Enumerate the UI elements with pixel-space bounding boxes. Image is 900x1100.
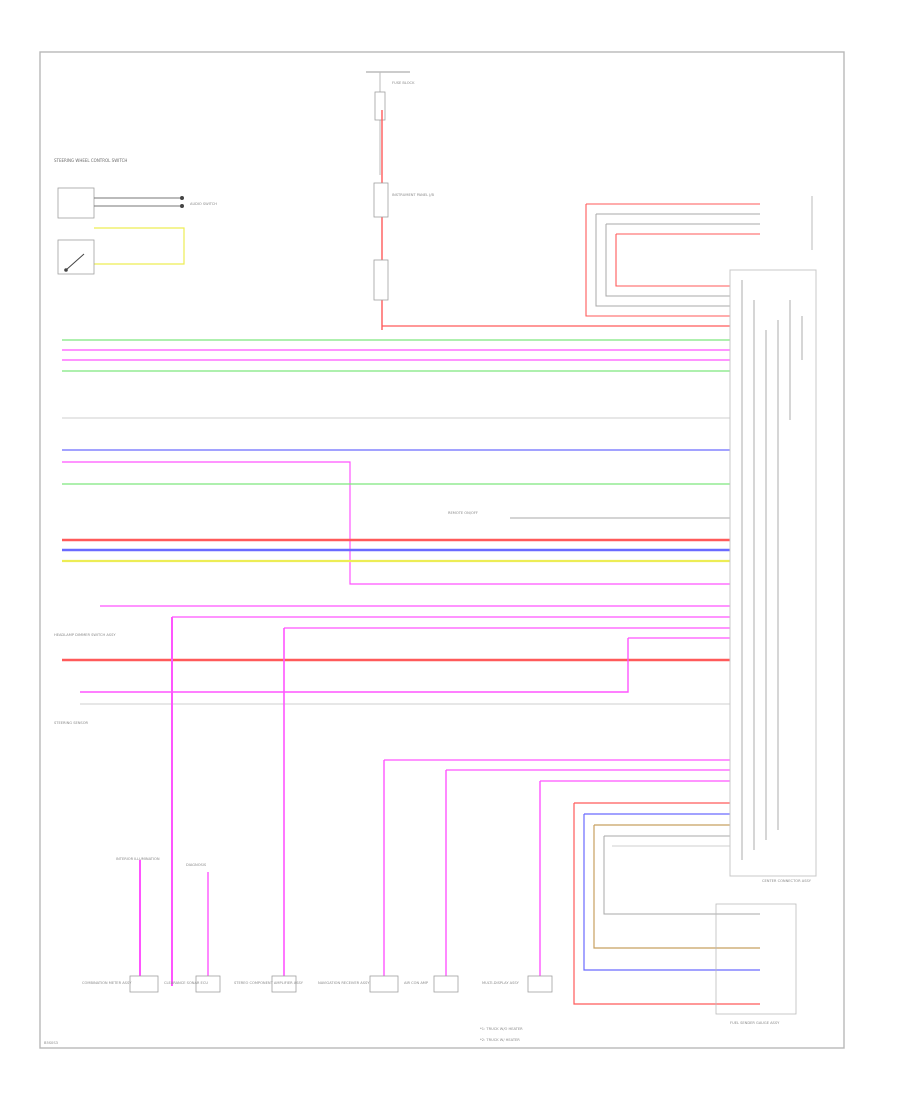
top-fuse-text: FUSE BLOCK bbox=[392, 81, 415, 85]
bottom-module-5-label: AIR CON AMP bbox=[404, 981, 429, 985]
steering-sensor-label: STEERING SENSOR bbox=[54, 721, 89, 725]
instrument-jb-label: INSTRUMENT PANEL J/B bbox=[392, 193, 435, 197]
diagram-frame bbox=[39, 51, 845, 1049]
bottom-module-3-label: STEREO COMPONENT AMPLIFIER ASSY bbox=[234, 981, 304, 985]
fuel-sender: FUEL SENDER GAUGE ASSY bbox=[715, 903, 797, 1025]
audio-switch-label: AUDIO SWITCH bbox=[190, 202, 217, 206]
remote-label: REMOTE ON/OFF bbox=[448, 511, 478, 515]
bottom-module-1-label: COMBINATION METER ASSY bbox=[82, 981, 132, 985]
center-connector: CENTER CONNECTOR ASSY bbox=[729, 196, 817, 883]
splice1-label: INTERIOR ILLUMINATION bbox=[116, 857, 160, 861]
notes: *1: TRUCK W/O HEATER *2: TRUCK W/ HEATER bbox=[480, 1027, 523, 1042]
center-connector-label: CENTER CONNECTOR ASSY bbox=[762, 879, 812, 883]
page-number: B5S0S3 bbox=[44, 1041, 58, 1045]
splice2-label: DIAGNOSIS bbox=[186, 863, 207, 867]
horizontal-wire-bus: REMOTE ON/OFF HEADLAMP DIMMER SWITCH ASS… bbox=[54, 203, 760, 847]
note-1: *1: TRUCK W/O HEATER bbox=[480, 1027, 523, 1031]
bottom-module-6-label: MULTI-DISPLAY ASSY bbox=[482, 981, 520, 985]
fuel-sender-label: FUEL SENDER GAUGE ASSY bbox=[730, 1021, 780, 1025]
steering-switch-label: STEERING WHEEL CONTROL SWITCH bbox=[54, 158, 127, 163]
bottom-module-4-label: NAVIGATION RECEIVER ASSY bbox=[318, 981, 370, 985]
top-fuse-feed: FUSE BLOCK INSTRUMENT PANEL J/B bbox=[366, 71, 730, 330]
bottom-modules: COMBINATION METER ASSY CLEARANCE SONAR E… bbox=[82, 975, 553, 993]
vertical-drops: INTERIOR ILLUMINATION DIAGNOSIS bbox=[116, 617, 760, 1005]
steering-switch-block: STEERING WHEEL CONTROL SWITCH AUDIO SWIT… bbox=[54, 158, 217, 275]
bottom-module-2-label: CLEARANCE SONAR ECU bbox=[164, 981, 208, 985]
dimmer-switch-label: HEADLAMP DIMMER SWITCH ASSY bbox=[54, 633, 116, 637]
note-2: *2: TRUCK W/ HEATER bbox=[480, 1038, 520, 1042]
